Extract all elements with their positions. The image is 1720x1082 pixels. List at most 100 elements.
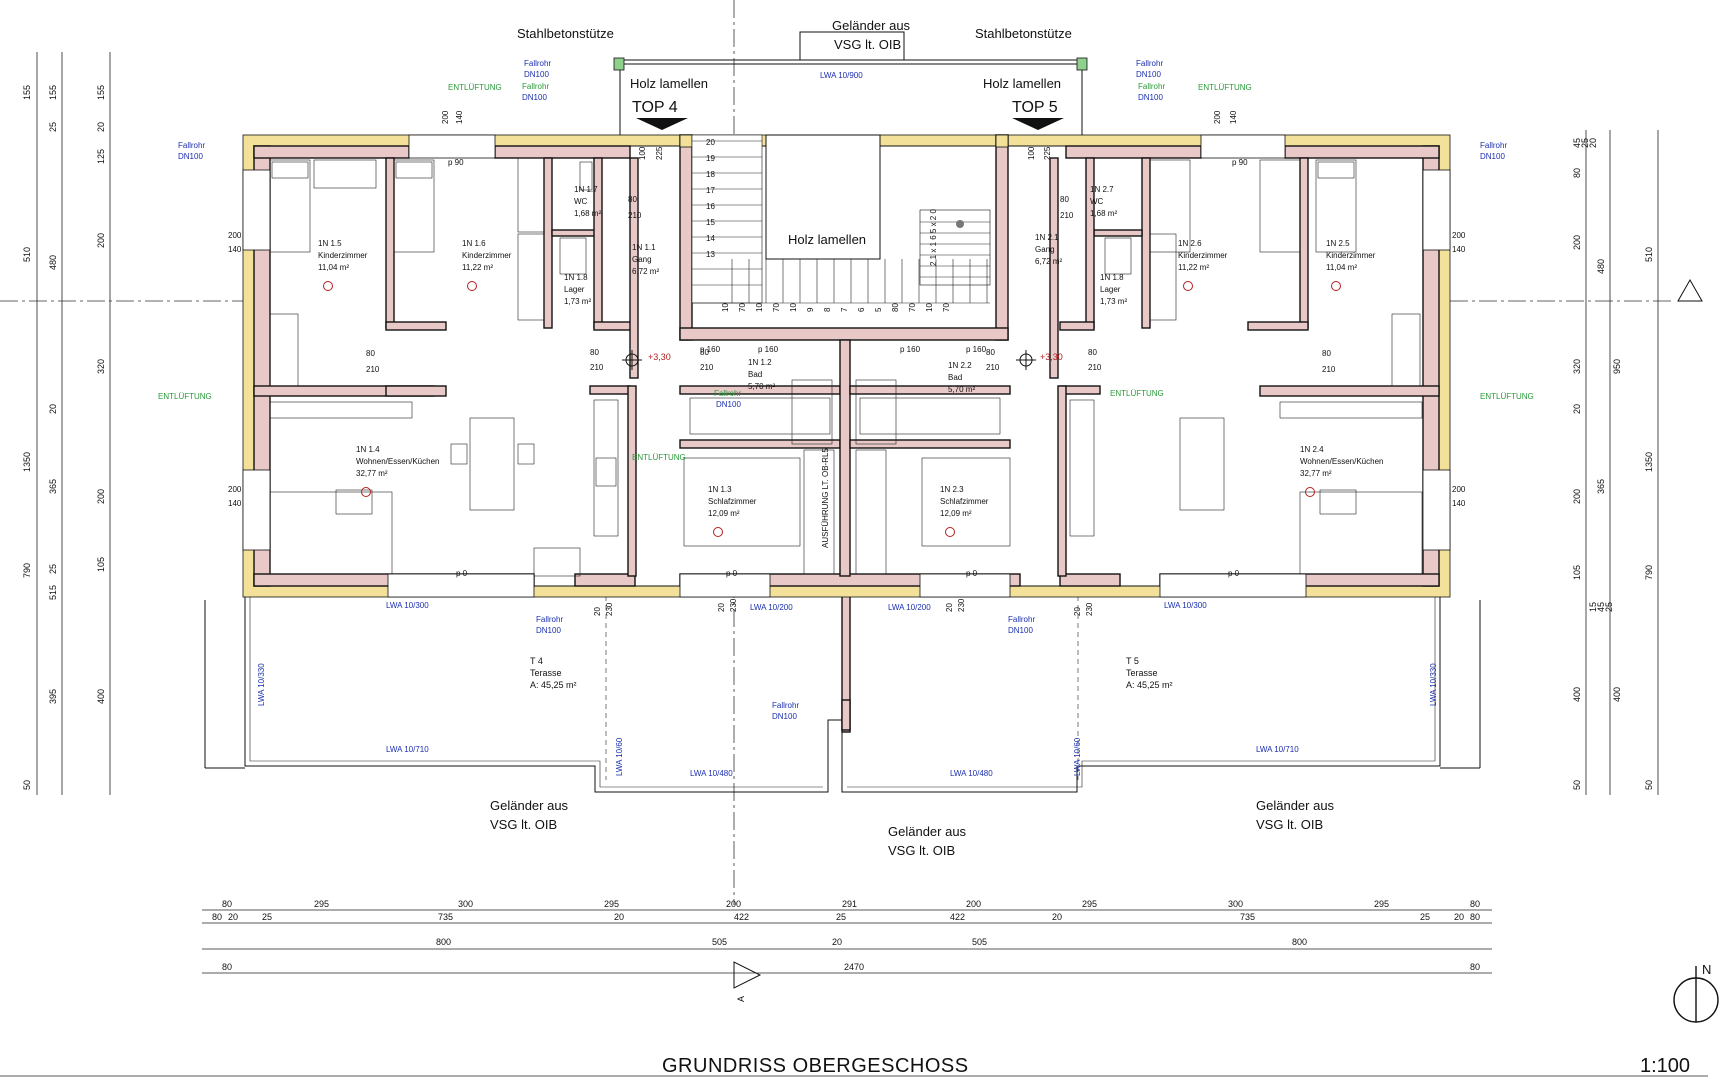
dimension-text: 45 [1572, 138, 1582, 148]
dimension-text: 25 [262, 912, 272, 922]
room-area: 11,04 m² [318, 263, 349, 272]
room-name: Kinderzimmer [318, 251, 368, 260]
room-marker-icon [713, 527, 723, 537]
room-area: 5,70 m² [748, 382, 775, 391]
fallrohr-l1: Fallrohr [522, 82, 549, 91]
dimension-text: 735 [438, 912, 453, 922]
dimension-text: 400 [1572, 687, 1582, 702]
fallrohr-l1: Fallrohr [714, 389, 741, 398]
dimension-text: 200 [96, 489, 106, 504]
stair-number: 10 [721, 303, 730, 312]
column-left [613, 57, 625, 71]
dimension-text: 395 [48, 689, 58, 704]
stair-number: 70 [738, 303, 747, 312]
column-right [1076, 57, 1088, 71]
room-id: 1N 1.4 [356, 445, 380, 454]
lwa-480-right: LWA 10/480 [950, 769, 993, 778]
top-railing [613, 31, 1088, 135]
stair-number: 10 [789, 303, 798, 312]
dimension-text: 105 [96, 557, 106, 572]
dimension-text: 295 [1374, 899, 1389, 909]
label-gelaender-bl-2: VSG lt. OIB [490, 817, 557, 832]
label-top5: TOP 5 [1012, 99, 1058, 116]
dimension-text: 200 [96, 233, 106, 248]
dimension-text: 20 [48, 404, 58, 414]
ventilation-labels: ENTLÜFTUNG ENTLÜFTUNG ENTLÜFTUNG ENTLÜFT… [158, 83, 1534, 462]
dimension-text: 1350 [22, 452, 32, 472]
section-marker-bottom [733, 961, 762, 989]
fallrohr-l1: Fallrohr [1008, 615, 1035, 624]
dimension-text: 200 [1572, 489, 1582, 504]
small-dimension-text: 20 [717, 603, 726, 612]
dimension-text: 80 [222, 899, 232, 909]
room-id: 1N 1.1 [632, 243, 656, 252]
room-name: WC [574, 197, 588, 206]
small-dimension-text: 225 [1043, 146, 1052, 160]
dimension-text: 80 [1470, 962, 1480, 972]
fallrohr-l2: DN100 [536, 626, 561, 635]
dimension-text: 80 [1470, 912, 1480, 922]
small-dimension-text: 140 [228, 245, 242, 254]
small-dimension-text: 200 [228, 485, 242, 494]
north-arrow-icon [1673, 966, 1719, 1023]
label-top4: TOP 4 [632, 99, 678, 116]
label-lwa-top: LWA 10/900 [820, 71, 863, 80]
dimension-text: 25 [836, 912, 846, 922]
room-id: 1N 1.2 [748, 358, 772, 367]
fallrohr-l2: DN100 [524, 70, 549, 79]
fallrohr-l2: DN100 [1480, 152, 1505, 161]
room-name: Schlafzimmer [708, 497, 757, 506]
dimension-text: 800 [1292, 937, 1307, 947]
dimension-text: 20 [1052, 912, 1062, 922]
fallrohr-l1: Fallrohr [178, 141, 205, 150]
room-area: 1,68 m² [1090, 209, 1117, 218]
room-id: 1N 1.7 [574, 185, 598, 194]
stair-number: 70 [772, 303, 781, 312]
dimension-text: 80 [1572, 168, 1582, 178]
small-dimension-text: 210 [1322, 365, 1336, 374]
label-gelaender-bl-1: Geländer aus [490, 798, 569, 813]
vent-label: ENTLÜFTUNG [1198, 83, 1252, 92]
small-dimension-text: 140 [1452, 499, 1466, 508]
room-area: 11,22 m² [1178, 263, 1209, 272]
small-dimension-text: 80 [628, 195, 637, 204]
room-area: A: 45,25 m² [1126, 680, 1173, 690]
small-dimension-text: 100 [1027, 146, 1036, 160]
fallrohr-l1: Fallrohr [524, 59, 551, 68]
room-marker-icon [1305, 487, 1315, 497]
section-marker-right [1677, 278, 1703, 302]
room-area: 6,72 m² [1035, 257, 1062, 266]
dimension-text: 510 [22, 247, 32, 262]
room-area: 11,22 m² [462, 263, 493, 272]
label-holz-right: Holz lamellen [983, 76, 1061, 91]
room-area: 32,77 m² [356, 469, 388, 478]
dimension-text: 510 [1644, 247, 1654, 262]
fallrohr-l1: Fallrohr [1480, 141, 1507, 150]
small-dimension-text: 210 [590, 363, 604, 372]
room-name: Schlafzimmer [940, 497, 989, 506]
dimension-text: 50 [1644, 780, 1654, 790]
stair-number: 20 [706, 138, 715, 147]
room-marker-icon [323, 281, 333, 291]
room-name: Terasse [530, 668, 562, 678]
dimension-text: 25 [48, 564, 58, 574]
small-dimension-text: 200 [441, 110, 450, 124]
fallrohr-l2: DN100 [1008, 626, 1033, 635]
room-name: Lager [564, 285, 585, 294]
dimension-text: 300 [458, 899, 473, 909]
dimension-text: 20 [614, 912, 624, 922]
level-right: +3,30 [1040, 352, 1063, 362]
dimension-text: 291 [842, 899, 857, 909]
small-dimension-text: 80 [590, 348, 599, 357]
stair-number: 16 [706, 202, 715, 211]
dimension-text: 1350 [1644, 452, 1654, 472]
room-id: 1N 1.8 [1100, 273, 1124, 282]
furniture [269, 157, 1423, 577]
dimension-text: 790 [1644, 565, 1654, 580]
lwa-330-left: LWA 10/330 [257, 663, 266, 706]
small-dimension-text: p 90 [1232, 158, 1248, 167]
small-dimension-text: 230 [729, 598, 738, 612]
small-dimension-text: p 0 [966, 569, 978, 578]
room-name: Kinderzimmer [1326, 251, 1376, 260]
stair-number: 19 [706, 154, 715, 163]
